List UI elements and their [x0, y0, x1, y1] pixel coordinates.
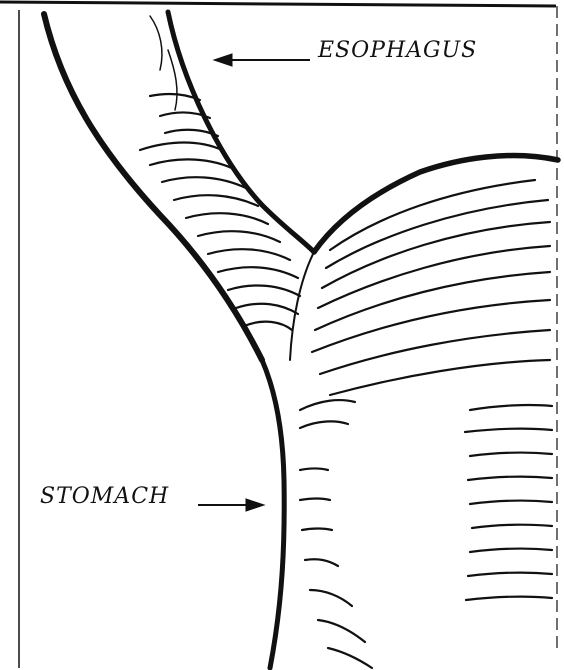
- stomach-label: STOMACH: [40, 484, 169, 509]
- esophagus-outline: [44, 12, 314, 360]
- stomach-folds: [300, 180, 552, 668]
- stomach-pointer-arrow: [198, 499, 264, 511]
- stomach-outline: [262, 156, 558, 668]
- esophagus-pointer-arrow: [214, 54, 310, 66]
- esophagus-striations: [140, 94, 300, 330]
- esophagus-label: ESOPHAGUS: [318, 38, 477, 63]
